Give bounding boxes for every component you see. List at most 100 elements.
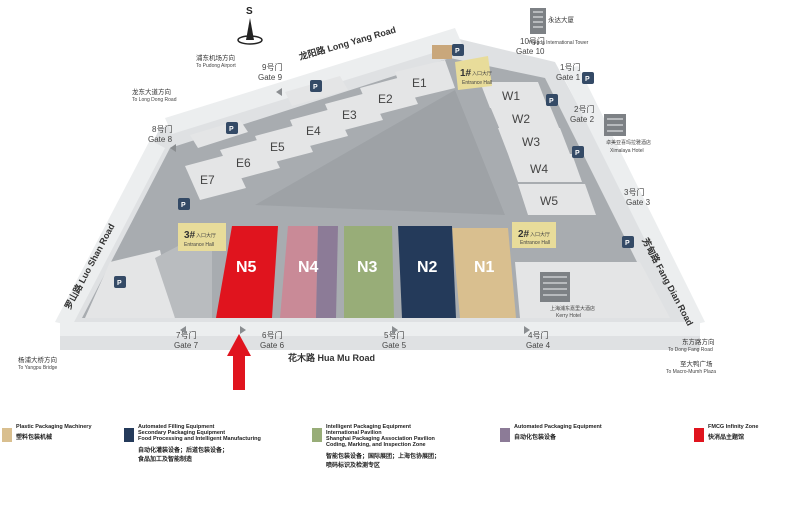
hall-n2 [398, 226, 456, 318]
gate-7-cn: 7号门 [176, 330, 196, 340]
legend-title: FMCG Infinity Zone [708, 424, 759, 430]
hall-w5-label: W5 [540, 194, 558, 208]
direction-dongfang-en: To Dong Fang Road [668, 347, 713, 353]
hall-n4-left [280, 226, 318, 318]
parking-icon: P [582, 72, 594, 84]
entrance-hall-3 [178, 223, 226, 251]
legend-cn: 智能包装设备；国际展团；上海包协展团； [326, 454, 441, 460]
hall-n4-right [316, 226, 338, 318]
legend-cn: 食品加工及智能制造 [138, 457, 193, 463]
road-hua-mu: 花木路 Hua Mu Road [288, 352, 375, 363]
parking-icon: P [226, 122, 238, 134]
gate-2-en: Gate 2 [570, 115, 595, 124]
ximalaya-hotel-icon [604, 114, 626, 136]
compass-label: S [246, 6, 253, 17]
gate-8-en: Gate 8 [148, 135, 173, 144]
legend: Plastic Packaging Machinery 塑料包装机械 Autom… [0, 418, 800, 503]
direction-pudong-airport-en: To Pudong Airport [196, 63, 236, 69]
gate-6-cn: 6号门 [262, 330, 282, 340]
svg-text:P: P [455, 48, 460, 55]
gate-arrow-icon [170, 88, 530, 334]
hall-n1-label: N1 [474, 259, 495, 276]
luo-shan-road-band [55, 140, 165, 326]
landmark-kerry-cn: 上海浦东嘉里大酒店 [550, 305, 595, 312]
hall-n1 [452, 228, 516, 318]
entrance-2-cn: 入口大厅 [530, 231, 550, 238]
parking-icon: P [114, 276, 126, 288]
entrance-2-number: 2# [518, 229, 530, 240]
hall-w4 [508, 154, 582, 182]
svg-text:P: P [313, 84, 318, 91]
landmark-yongda-en: Yongda International Tower [528, 40, 589, 46]
legend-title: Intelligent Packaging Equipment [326, 424, 411, 430]
left-mid-lot [155, 245, 212, 318]
parking-icon: P [546, 94, 558, 106]
gate-1-en: Gate 1 [556, 73, 581, 82]
legend-cn: 塑料包装机械 [16, 435, 53, 441]
parking-icon: P [178, 198, 190, 210]
svg-text:P: P [549, 98, 554, 105]
hall-n5 [216, 226, 278, 318]
svg-text:P: P [117, 280, 122, 287]
gate-8-cn: 8号门 [152, 124, 172, 134]
hall-e7-label: E7 [200, 173, 215, 187]
gate10-building [432, 45, 452, 59]
legend-cn: 喷码标识及检测专区 [326, 463, 381, 469]
hall-w3-label: W3 [522, 135, 540, 149]
hall-n5-label: N5 [236, 259, 257, 276]
gate-4-en: Gate 4 [526, 341, 551, 350]
compass-icon: S [237, 6, 263, 45]
hall-w2 [490, 106, 560, 130]
gate-9-en: Gate 9 [258, 73, 283, 82]
landmark-yongda-cn: 永达大厦 [548, 15, 575, 24]
gate-10-en: Gate 10 [516, 47, 545, 56]
gate-7-en: Gate 7 [174, 341, 199, 350]
legend-swatch [2, 428, 12, 442]
landmark-ximalaya-en: Ximalaya Hotel [610, 148, 644, 154]
legend-title: Plastic Packaging Machinery [16, 424, 92, 430]
legend-title: Automated Packaging Equipment [514, 424, 602, 430]
entrance-hall-2 [512, 222, 556, 248]
direction-longdong-en: To Long Dong Road [132, 97, 177, 103]
direction-longdong-cn: 龙东大道方向 [132, 87, 171, 96]
entrance-3-en: Entrance Hall [184, 242, 214, 248]
legend-title: International Pavilion [326, 430, 382, 436]
direction-macro-cn: 至大鸭广场 [680, 359, 713, 368]
direction-yangpu-cn: 杨浦大桥方向 [18, 355, 57, 364]
direction-yangpu-en: To Yangpu Bridge [18, 365, 58, 371]
entrance-hall-1 [455, 56, 492, 90]
gate-2-cn: 2号门 [574, 104, 594, 114]
hall-e4-label: E4 [306, 124, 321, 138]
legend-swatch [124, 428, 134, 442]
kerry-hotel-icon [540, 272, 570, 302]
hall-w2-label: W2 [512, 112, 530, 126]
hua-mu-road-band [60, 322, 700, 336]
legend-swatch [312, 428, 322, 442]
direction-dongfang-cn: 东方路方向 [682, 337, 715, 346]
highlight-arrow-icon [227, 334, 251, 390]
hall-w5 [518, 184, 596, 215]
direction-macro-en: To Macro-Mumh Plaza [666, 369, 716, 375]
legend-swatch [694, 428, 704, 442]
gate-1-cn: 1号门 [560, 62, 580, 72]
legend-title: Coding, Marking, and Inspection Zone [326, 442, 426, 448]
legend-title: Shanghai Packaging Association Pavilion [326, 436, 435, 442]
hall-w1 [480, 82, 548, 108]
entrance-2-en: Entrance Hall [520, 240, 550, 246]
legend-swatch [500, 428, 510, 442]
hall-w1-label: W1 [502, 89, 520, 103]
hall-n3-label: N3 [357, 259, 378, 276]
direction-pudong-airport-cn: 浦东机场方向 [196, 53, 235, 62]
central-plaza [255, 90, 505, 215]
gate-4-cn: 4号门 [528, 330, 548, 340]
hall-e5-label: E5 [270, 140, 285, 154]
hall-e2-label: E2 [378, 92, 393, 106]
parking-icon: P [452, 44, 464, 56]
legend-cn: 快消品主题馆 [708, 435, 745, 441]
gate-6-en: Gate 6 [260, 341, 285, 350]
entrance-1-cn: 入口大厅 [472, 70, 492, 77]
gate-5-cn: 5号门 [384, 330, 404, 340]
entrance-3-cn: 入口大厅 [196, 232, 216, 239]
left-lower-lot [85, 250, 175, 318]
